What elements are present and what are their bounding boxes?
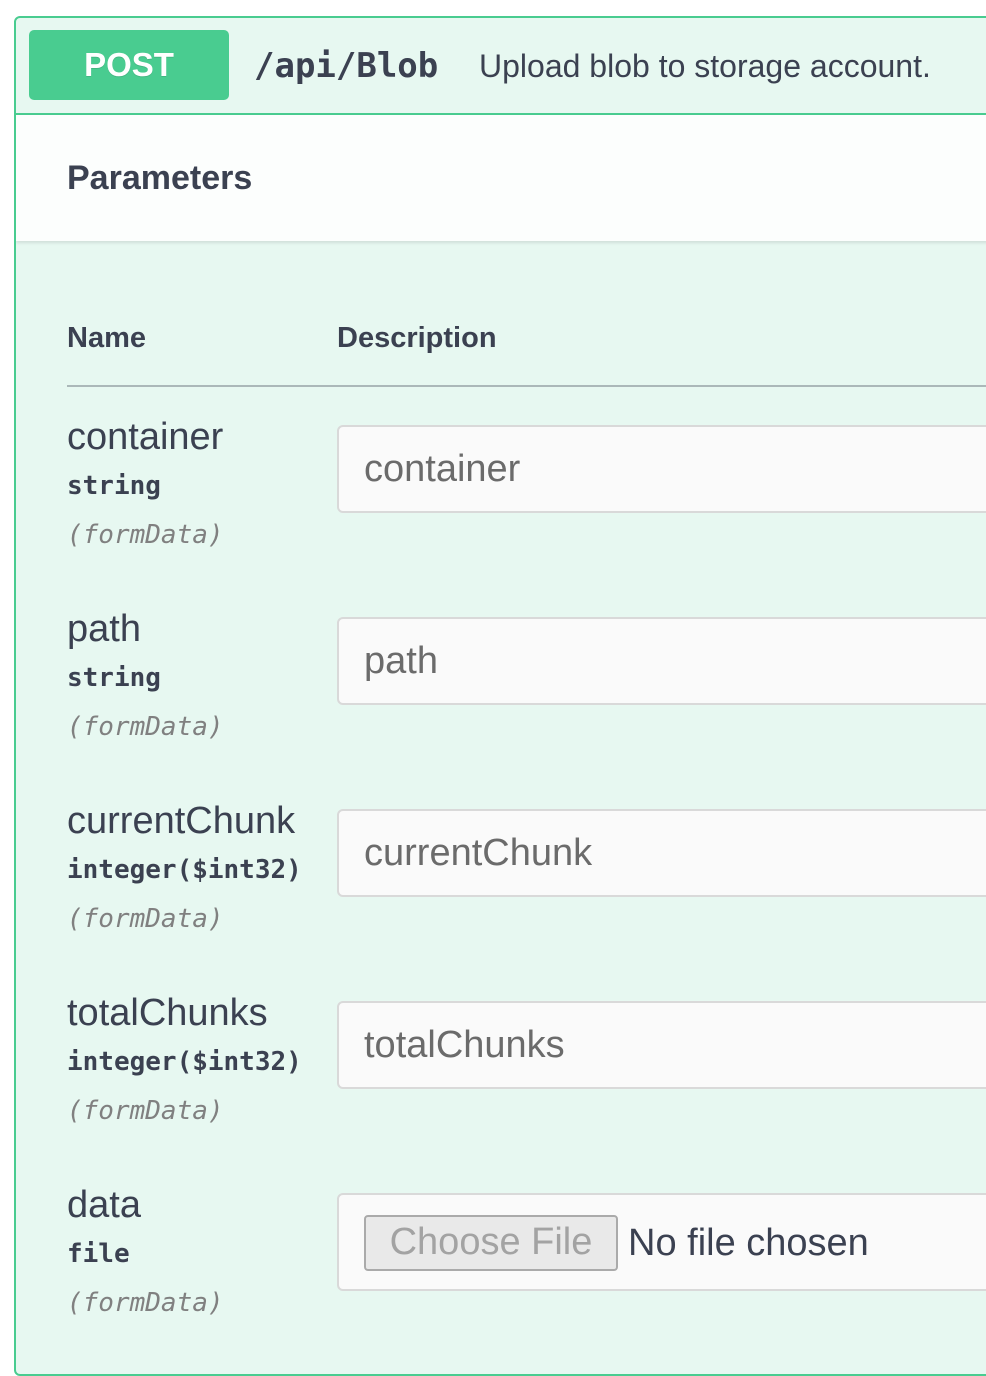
parameter-location: (formData) xyxy=(67,712,224,742)
total-chunks-input[interactable] xyxy=(337,1001,986,1089)
header-divider xyxy=(67,385,986,387)
parameter-row-path: path string (formData) xyxy=(16,609,986,769)
path-input[interactable] xyxy=(337,617,986,705)
parameter-type: file xyxy=(67,1239,130,1269)
http-method-badge: POST xyxy=(29,30,229,100)
choose-file-button[interactable]: Choose File xyxy=(364,1215,618,1271)
parameter-type: integer($int32) xyxy=(67,855,302,885)
column-header-name: Name xyxy=(67,322,146,354)
container-input[interactable] xyxy=(337,425,986,513)
parameter-location: (formData) xyxy=(67,520,224,550)
column-header-description: Description xyxy=(337,322,497,354)
parameters-section-header: Parameters xyxy=(16,115,986,241)
parameter-type: string xyxy=(67,471,161,501)
parameter-name: data xyxy=(67,1184,141,1226)
parameter-location: (formData) xyxy=(67,904,224,934)
parameter-name: totalChunks xyxy=(67,992,268,1034)
endpoint-path: /api/Blob xyxy=(254,46,439,86)
parameter-row-container: container string (formData) xyxy=(16,417,986,577)
parameter-name: container xyxy=(67,416,224,458)
operation-block-post-api-blob: POST /api/Blob Upload blob to storage ac… xyxy=(14,16,986,1376)
operation-description: Upload blob to storage account. xyxy=(479,48,931,84)
file-status-text: No file chosen xyxy=(628,1222,869,1264)
operation-summary[interactable]: POST /api/Blob Upload blob to storage ac… xyxy=(16,18,986,115)
file-input[interactable]: Choose File No file chosen xyxy=(337,1193,986,1291)
parameter-location: (formData) xyxy=(67,1288,224,1318)
parameter-location: (formData) xyxy=(67,1096,224,1126)
parameters-title: Parameters xyxy=(67,159,253,197)
parameter-name: path xyxy=(67,608,141,650)
parameter-row-current-chunk: currentChunk integer($int32) (formData) xyxy=(16,801,986,961)
parameter-row-total-chunks: totalChunks integer($int32) (formData) xyxy=(16,993,986,1153)
parameter-name: currentChunk xyxy=(67,800,296,842)
parameter-type: integer($int32) xyxy=(67,1047,302,1077)
current-chunk-input[interactable] xyxy=(337,809,986,897)
parameter-type: string xyxy=(67,663,161,693)
parameter-row-data: data file (formData) Choose File No file… xyxy=(16,1185,986,1345)
